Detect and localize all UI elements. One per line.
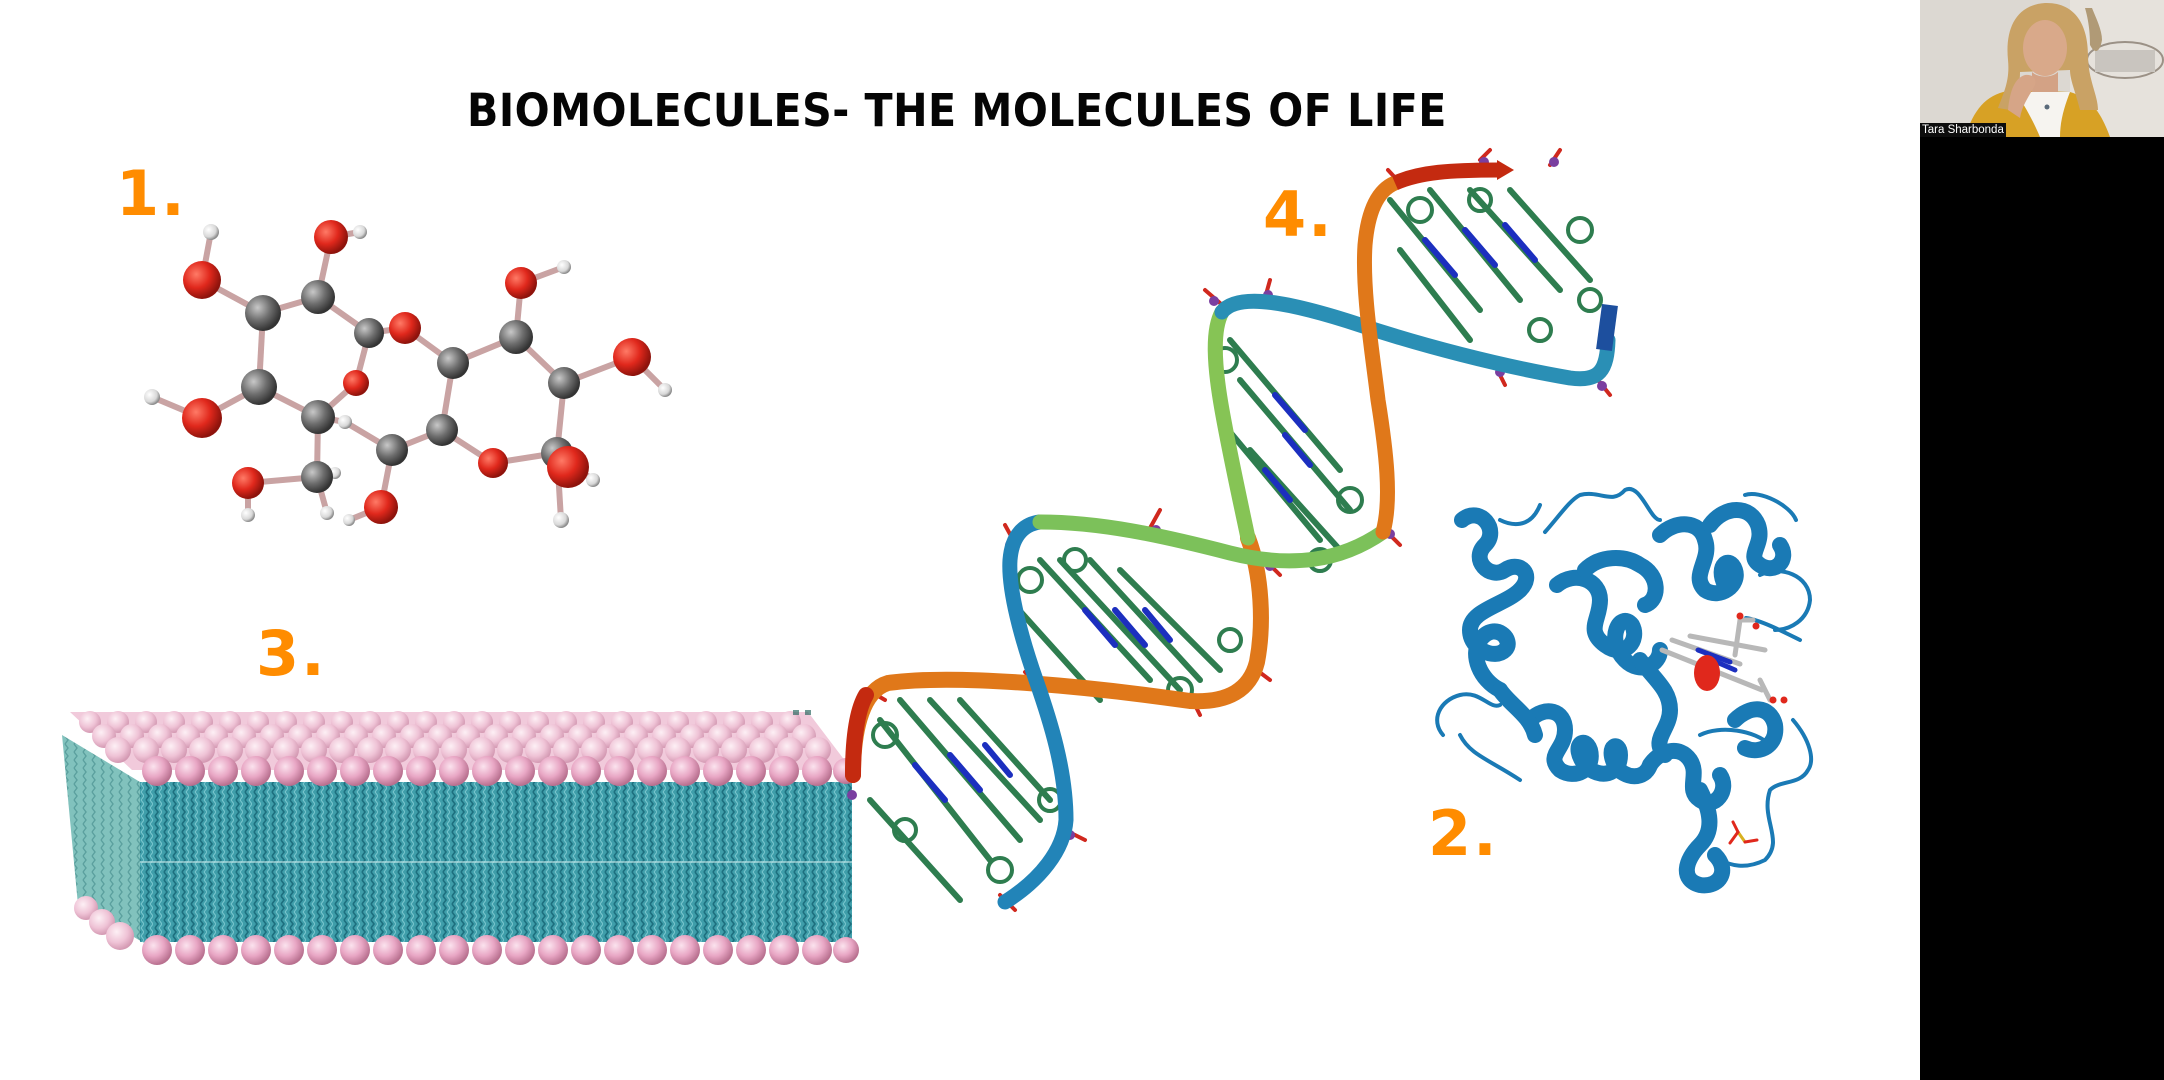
participant-name-label: Tara Sharbonda: [1920, 123, 2006, 137]
figure-label-3: 3.: [256, 617, 327, 690]
figure-label-4: 4.: [1263, 178, 1334, 251]
lipid-bilayer-image: [62, 710, 859, 965]
participant-video-tile[interactable]: Tara Sharbonda: [1920, 0, 2164, 137]
dna-double-helix-image: [845, 148, 1618, 912]
figure-label-1: 1.: [116, 157, 187, 230]
carbohydrate-molecule-image: [144, 220, 672, 528]
video-sidebar: [1920, 0, 2164, 1080]
figure-label-2: 2.: [1428, 797, 1499, 870]
slide-title: BIOMOLECULES- THE MOLECULES OF LIFE: [467, 84, 1447, 137]
protein-ribbon-image: [1435, 486, 1813, 894]
presentation-slide: BIOMOLECULES- THE MOLECULES OF LIFE 1. 4…: [62, 84, 1813, 965]
participant-video-frame: [1920, 0, 2164, 137]
